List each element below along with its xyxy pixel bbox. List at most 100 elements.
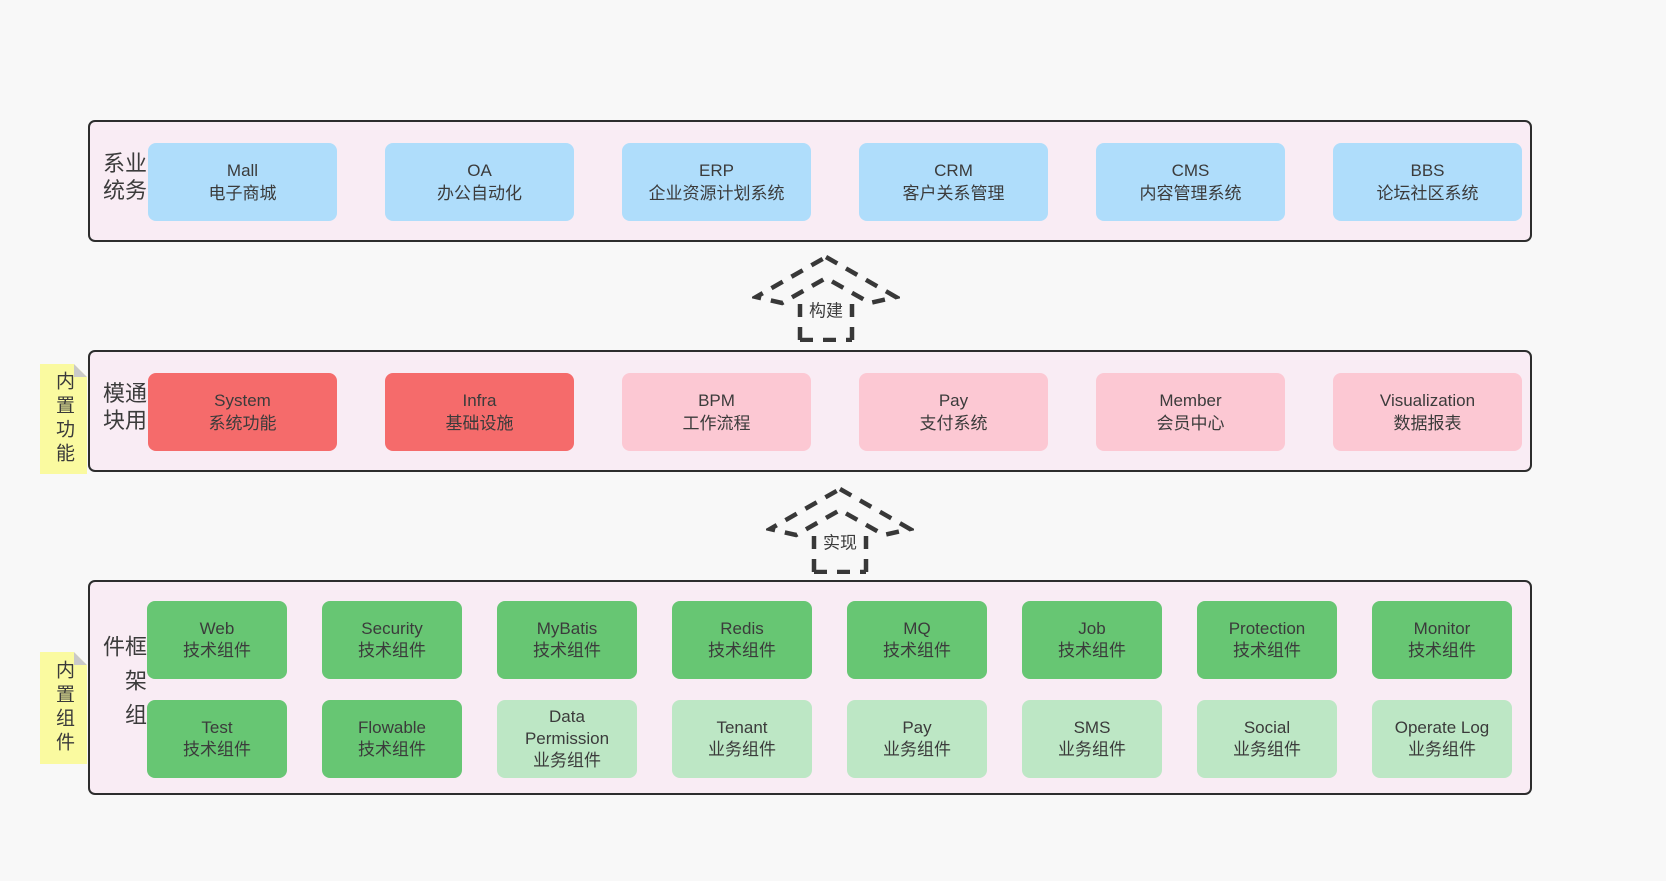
module-box-subtitle: 技术组件	[533, 641, 601, 660]
module-box-subtitle: 业务组件	[1233, 740, 1301, 759]
module-box-title: Mall	[226, 161, 259, 180]
module-box-title: Security	[361, 619, 423, 638]
modules-box-row: System 系统功能 Infra 基础设施 BPM 工作流程 Pay 支付系统	[148, 373, 1522, 451]
module-box: Data Permission 业务组件	[497, 700, 637, 778]
module-box-subtitle: 内容管理系统	[1139, 184, 1242, 203]
module-box: Flowable 技术组件	[322, 700, 462, 778]
module-box-title: Job	[1078, 619, 1106, 638]
module-box: Test 技术组件	[147, 700, 287, 778]
sticky-note-text: 内置组件	[53, 660, 74, 756]
module-box-title: MyBatis	[536, 619, 598, 638]
module-box-subtitle: 支付系统	[919, 414, 988, 433]
module-box-title: Data Permission	[524, 707, 610, 748]
module-box-subtitle: 技术组件	[358, 641, 426, 660]
module-box-subtitle: 系统功能	[208, 414, 277, 433]
module-box-subtitle: 业务组件	[883, 740, 951, 759]
module-box: Monitor 技术组件	[1372, 601, 1512, 679]
arrow-implement: 实现	[766, 486, 914, 574]
module-box: Protection 技术组件	[1197, 601, 1337, 679]
module-box-subtitle: 电子商城	[208, 184, 277, 203]
module-box-title: MQ	[903, 619, 931, 638]
module-box: Mall 电子商城	[148, 143, 337, 221]
module-box-subtitle: 技术组件	[183, 641, 251, 660]
components-box-row-2: Test 技术组件 Flowable 技术组件 Data Permission …	[147, 700, 1512, 778]
module-box: Tenant 业务组件	[672, 700, 812, 778]
module-box-title: Tenant	[716, 718, 768, 737]
note-fold-corner-icon	[74, 364, 87, 377]
module-box-subtitle: 技术组件	[358, 740, 426, 759]
module-box-title: OA	[467, 161, 492, 180]
band-label-business: 业务系统	[100, 151, 147, 206]
module-box: MyBatis 技术组件	[497, 601, 637, 679]
module-box-subtitle: 技术组件	[1058, 641, 1126, 660]
band-common-modules: 通用模块 System 系统功能 Infra 基础设施 BPM 工作流程	[88, 350, 1532, 472]
arrow-implement-label: 实现	[820, 527, 860, 555]
module-box-title: Pay	[902, 718, 932, 737]
module-box: CMS 内容管理系统	[1096, 143, 1285, 221]
module-box: ERP 企业资源计划系统	[622, 143, 811, 221]
module-box-subtitle: 业务组件	[708, 740, 776, 759]
module-box: Pay 支付系统	[859, 373, 1048, 451]
business-box-row: Mall 电子商城 OA 办公自动化 ERP 企业资源计划系统 CRM 客户关系…	[148, 143, 1522, 221]
module-box: Social 业务组件	[1197, 700, 1337, 778]
module-box-subtitle: 基础设施	[445, 414, 514, 433]
module-box-title: Member	[1159, 391, 1222, 410]
module-box: Infra 基础设施	[385, 373, 574, 451]
module-box-title: Infra	[462, 391, 497, 410]
module-box: MQ 技术组件	[847, 601, 987, 679]
module-box-subtitle: 办公自动化	[437, 184, 522, 203]
module-box-title: Protection	[1228, 619, 1306, 638]
module-box-subtitle: 会员中心	[1156, 414, 1225, 433]
module-box-subtitle: 业务组件	[533, 751, 601, 770]
module-box-subtitle: 技术组件	[708, 641, 776, 660]
module-box: BBS 论坛社区系统	[1333, 143, 1522, 221]
module-box-title: Web	[199, 619, 235, 638]
band-label-modules: 通用模块	[100, 381, 147, 436]
module-box: System 系统功能	[148, 373, 337, 451]
module-box: Job 技术组件	[1022, 601, 1162, 679]
module-box-title: Test	[201, 718, 233, 737]
module-box-title: CMS	[1171, 161, 1210, 180]
module-box-title: SMS	[1073, 718, 1111, 737]
module-box-subtitle: 业务组件	[1058, 740, 1126, 759]
dashed-up-arrow-icon	[766, 486, 914, 574]
module-box: Visualization 数据报表	[1333, 373, 1522, 451]
sticky-note-built-in-components: 内置组件	[40, 652, 87, 764]
sticky-note-built-in-functions: 内置功能	[40, 364, 87, 474]
module-box-subtitle: 论坛社区系统	[1376, 184, 1479, 203]
module-box-subtitle: 技术组件	[883, 641, 951, 660]
module-box-subtitle: 技术组件	[1233, 641, 1301, 660]
band-framework-components: 框架组件 Web 技术组件 Security 技术组件 MyBatis	[88, 580, 1532, 795]
module-box-title: Monitor	[1413, 619, 1471, 638]
module-box-title: BPM	[698, 391, 735, 410]
note-fold-corner-icon	[74, 652, 87, 665]
module-box-title: Social	[1243, 718, 1291, 737]
module-box: BPM 工作流程	[622, 373, 811, 451]
module-box: Redis 技术组件	[672, 601, 812, 679]
module-box-title: Flowable	[357, 718, 427, 737]
module-box-subtitle: 工作流程	[682, 414, 751, 433]
module-box: Web 技术组件	[147, 601, 287, 679]
components-rows: Web 技术组件 Security 技术组件 MyBatis 技术组件	[147, 601, 1512, 778]
module-box: OA 办公自动化	[385, 143, 574, 221]
components-box-row-1: Web 技术组件 Security 技术组件 MyBatis 技术组件	[147, 601, 1512, 679]
arrow-build-label: 构建	[806, 295, 846, 323]
module-box-subtitle: 企业资源计划系统	[648, 184, 785, 203]
band-label-components: 框架组件	[100, 634, 147, 737]
module-box: SMS 业务组件	[1022, 700, 1162, 778]
sticky-note-text: 内置功能	[53, 371, 74, 467]
module-box: Operate Log 业务组件	[1372, 700, 1512, 778]
module-box-title: System	[214, 391, 271, 410]
module-box: Security 技术组件	[322, 601, 462, 679]
module-box-subtitle: 技术组件	[1408, 641, 1476, 660]
module-box-title: Redis	[720, 619, 764, 638]
module-box-title: Visualization	[1379, 391, 1476, 410]
band-business-systems: 业务系统 Mall 电子商城 OA 办公自动化 ERP 企业资源计划系统	[88, 120, 1532, 242]
module-box: Pay 业务组件	[847, 700, 987, 778]
module-box: Member 会员中心	[1096, 373, 1285, 451]
module-box-subtitle: 技术组件	[183, 740, 251, 759]
module-box-subtitle: 客户关系管理	[902, 184, 1005, 203]
module-box-title: ERP	[699, 161, 734, 180]
module-box-title: CRM	[934, 161, 973, 180]
